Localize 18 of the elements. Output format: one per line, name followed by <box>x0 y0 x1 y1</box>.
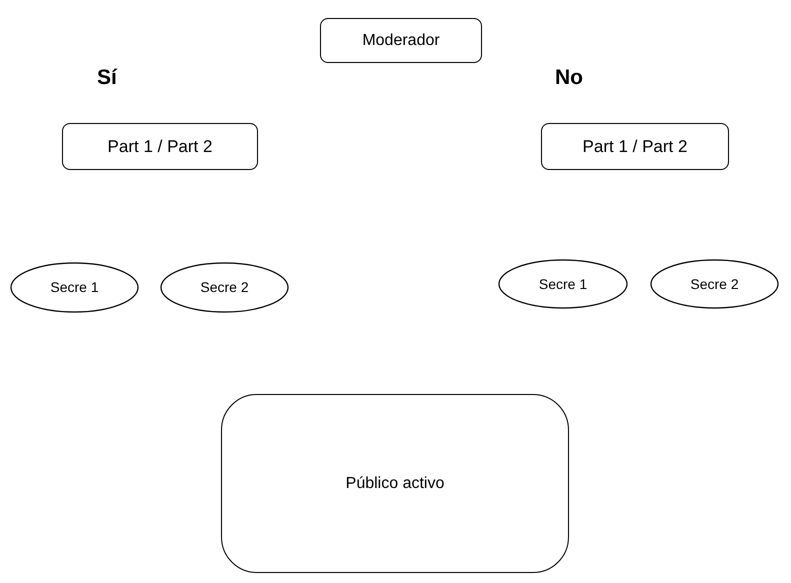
column-heading: Sí <box>97 65 117 91</box>
node-label: Público activo <box>346 474 444 494</box>
ellipse-node <box>650 259 779 309</box>
node-label: Secre 1 <box>50 278 99 297</box>
node-label: Part 1 / Part 2 <box>582 136 688 158</box>
node-label: Secre 2 <box>690 274 739 294</box>
ellipse-node <box>498 259 628 309</box>
rounded-box <box>62 123 258 170</box>
ellipse-node <box>10 262 139 313</box>
rounded-box <box>221 394 569 573</box>
node-label: Part 1 / Part 2 <box>108 136 212 158</box>
rounded-box <box>320 18 482 63</box>
column-heading: No <box>555 65 583 91</box>
node-label: Secre 1 <box>538 274 588 294</box>
node-label: Moderador <box>362 30 440 50</box>
rounded-box <box>541 123 729 170</box>
ellipse-node <box>160 262 289 313</box>
node-label: Secre 2 <box>200 278 249 297</box>
